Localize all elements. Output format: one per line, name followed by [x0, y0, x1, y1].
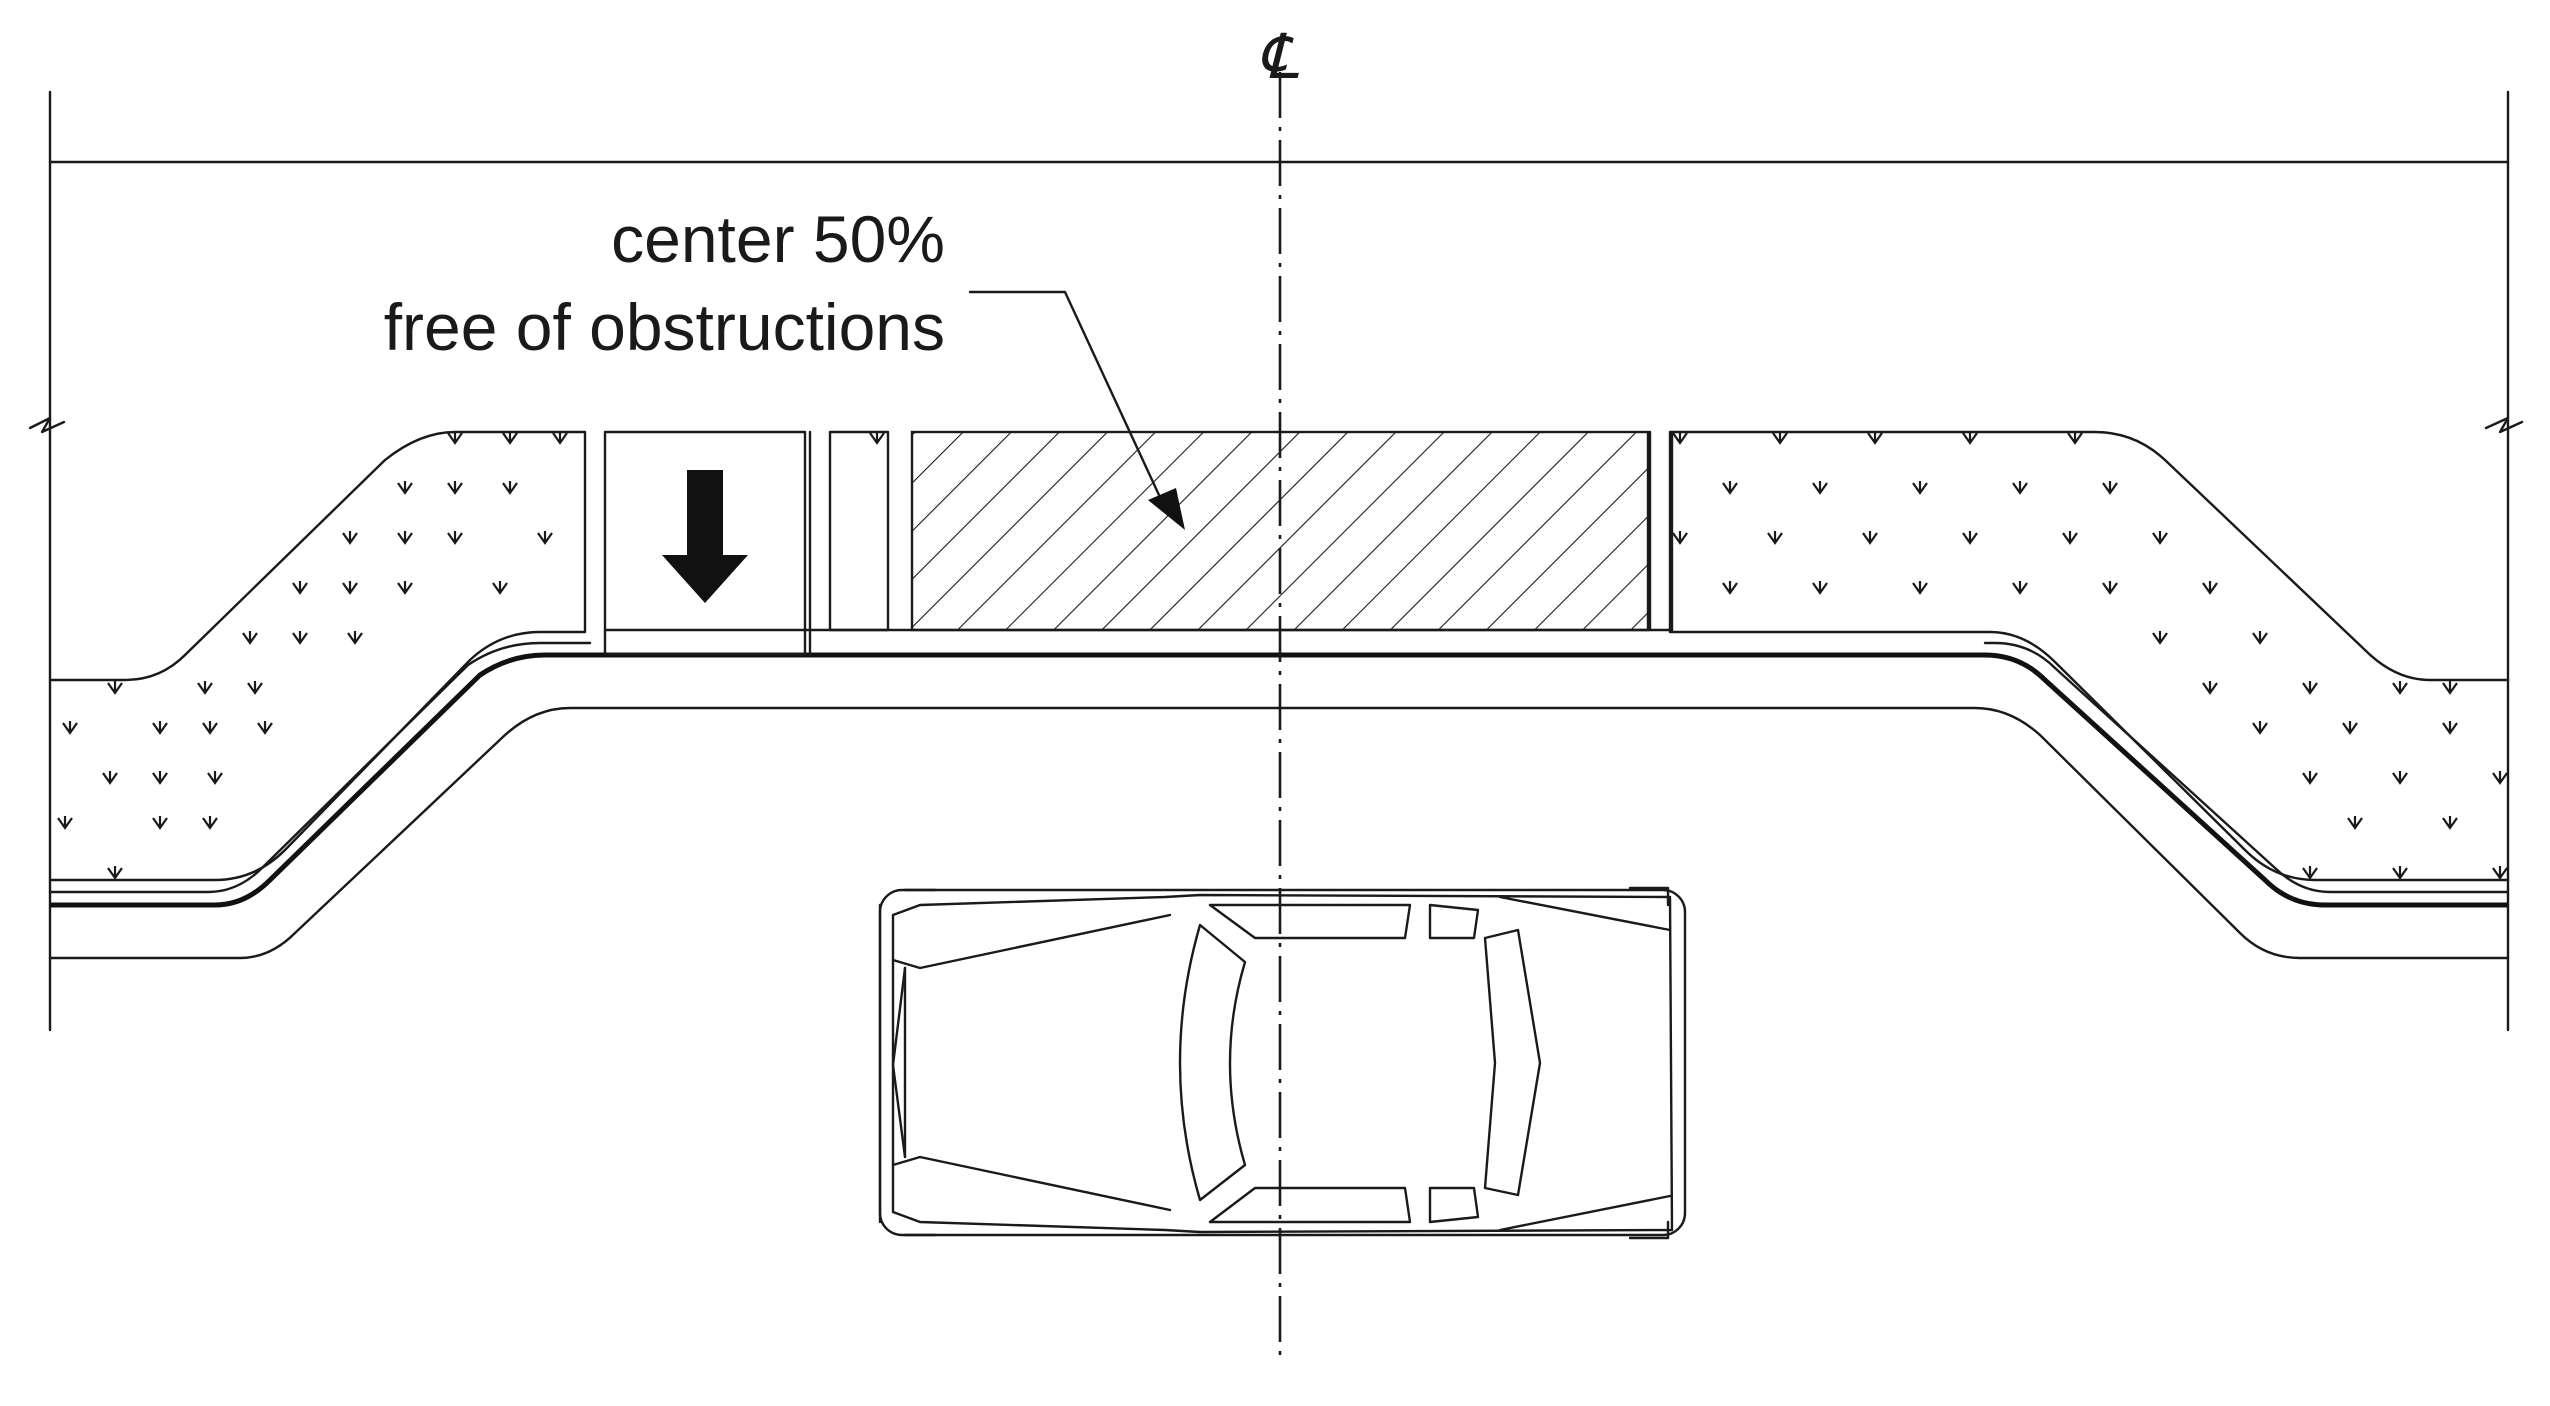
callout-leader [968, 290, 1185, 530]
callout-line-1: center 50% [611, 202, 945, 276]
vegetated-strip-left [48, 430, 587, 882]
callout-line-2: free of obstructions [384, 290, 945, 364]
centerline-symbol: ℄ [1258, 24, 1299, 92]
car-icon [878, 886, 1687, 1240]
curb-line [48, 641, 2510, 908]
vegetated-strip-right [1668, 430, 2510, 882]
obstruction-free-zone [910, 430, 1650, 632]
road-edge [48, 706, 2510, 960]
arrow-down-icon [662, 470, 748, 603]
detectable-warning-panel [603, 430, 807, 656]
